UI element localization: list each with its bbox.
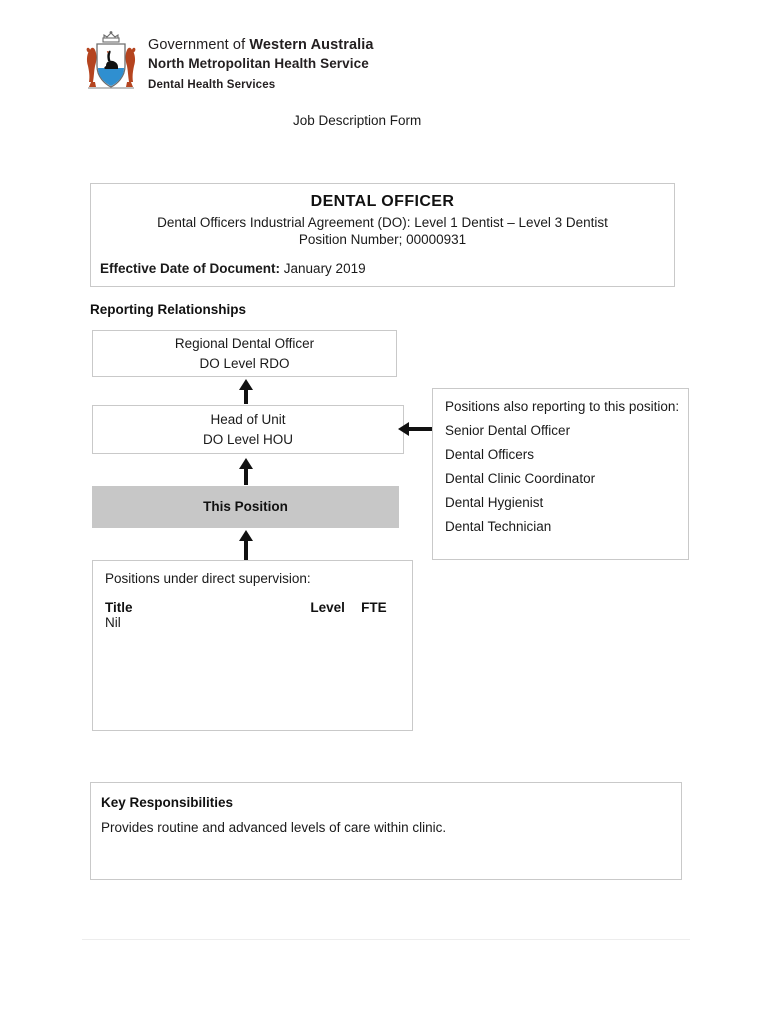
letterhead-line-service: North Metropolitan Health Service xyxy=(148,56,369,72)
key-responsibilities-body: Provides routine and advanced levels of … xyxy=(101,820,447,835)
letterhead-line-dental: Dental Health Services xyxy=(148,78,276,91)
letterhead-gov-bold: Western Australia xyxy=(249,37,374,53)
industrial-agreement-line: Dental Officers Industrial Agreement (DO… xyxy=(157,215,608,230)
effective-date-value: January 2019 xyxy=(280,261,366,276)
also-reporting-intro: Positions also reporting to this positio… xyxy=(445,399,680,414)
arrow-up-icon-this-to-hou xyxy=(239,458,253,485)
position-title-panel: DENTAL OFFICER Dental Officers Industria… xyxy=(90,183,675,287)
direct-supervision-panel: Positions under direct supervision: Titl… xyxy=(92,560,413,731)
position-number: Position Number; 00000931 xyxy=(298,232,467,247)
arrow-up-icon-hou-to-rdo xyxy=(239,379,253,404)
letterhead-gov-prefix: Government of xyxy=(148,37,250,53)
key-responsibilities-heading: Key Responsibilities xyxy=(101,795,234,810)
also-reporting-item-dental-clinic-coordinator: Dental Clinic Coordinator xyxy=(445,471,596,486)
also-reporting-item-dental-technician: Dental Technician xyxy=(445,519,552,534)
arrow-shaft xyxy=(407,427,434,431)
table-header-row: Title Level FTE xyxy=(105,600,400,615)
effective-date-row: Effective Date of Document: January 2019 xyxy=(100,261,674,276)
column-header-fte: FTE xyxy=(361,600,387,615)
wa-coat-of-arms-icon xyxy=(82,30,140,92)
org-box-rdo-line1: Regional Dental Officer xyxy=(174,336,315,352)
direct-supervision-table-head: Title Level FTE xyxy=(105,600,400,615)
arrow-head xyxy=(239,379,253,390)
org-box-hou-line2: DO Level HOU xyxy=(202,431,294,447)
org-box-regional-dental-officer: Regional Dental Officer DO Level RDO xyxy=(92,330,397,377)
org-box-this-position-label: This Position xyxy=(203,499,288,515)
arrow-shaft xyxy=(244,539,248,560)
arrow-head xyxy=(398,422,409,436)
direct-supervision-table: Title Level FTE Nil xyxy=(105,600,400,630)
org-box-this-position: This Position xyxy=(92,486,399,528)
also-reporting-item-dental-hygienist: Dental Hygienist xyxy=(445,495,544,510)
column-header-level: Level xyxy=(310,600,345,615)
cell-fte xyxy=(361,615,400,630)
org-box-rdo-line2: DO Level RDO xyxy=(199,355,290,371)
cell-level xyxy=(310,615,361,630)
arrow-left-icon-also-reporting-to-hou xyxy=(398,422,434,436)
section-heading-reporting-relationships: Reporting Relationships xyxy=(90,302,247,317)
org-box-head-of-unit: Head of Unit DO Level HOU xyxy=(92,405,404,454)
column-header-title: Title xyxy=(105,600,133,615)
arrow-head xyxy=(239,530,253,541)
arrow-head xyxy=(239,458,253,469)
position-title: DENTAL OFFICER xyxy=(310,193,455,210)
arrow-up-icon-supervised-to-this xyxy=(239,530,253,560)
also-reporting-item-dental-officers: Dental Officers xyxy=(445,447,535,462)
effective-date-label: Effective Date of Document: xyxy=(100,261,281,276)
letterhead: Government of Western Australia North Me… xyxy=(82,30,374,93)
arrow-shaft xyxy=(244,388,248,404)
direct-supervision-intro: Positions under direct supervision: xyxy=(105,571,311,586)
footer-divider xyxy=(82,939,690,940)
table-row: Nil xyxy=(105,615,400,630)
cell-title: Nil xyxy=(105,615,121,630)
direct-supervision-table-body: Nil xyxy=(105,615,400,630)
arrow-shaft xyxy=(244,467,248,485)
also-reporting-item-senior-dental-officer: Senior Dental Officer xyxy=(445,423,571,438)
letterhead-text: Government of Western Australia North Me… xyxy=(148,30,374,93)
key-responsibilities-panel: Key Responsibilities Provides routine an… xyxy=(90,782,682,880)
also-reporting-panel: Positions also reporting to this positio… xyxy=(432,388,689,560)
letterhead-line-government: Government of Western Australia xyxy=(148,36,374,55)
org-box-hou-line1: Head of Unit xyxy=(210,412,286,428)
document-heading: Job Description Form xyxy=(293,113,422,128)
